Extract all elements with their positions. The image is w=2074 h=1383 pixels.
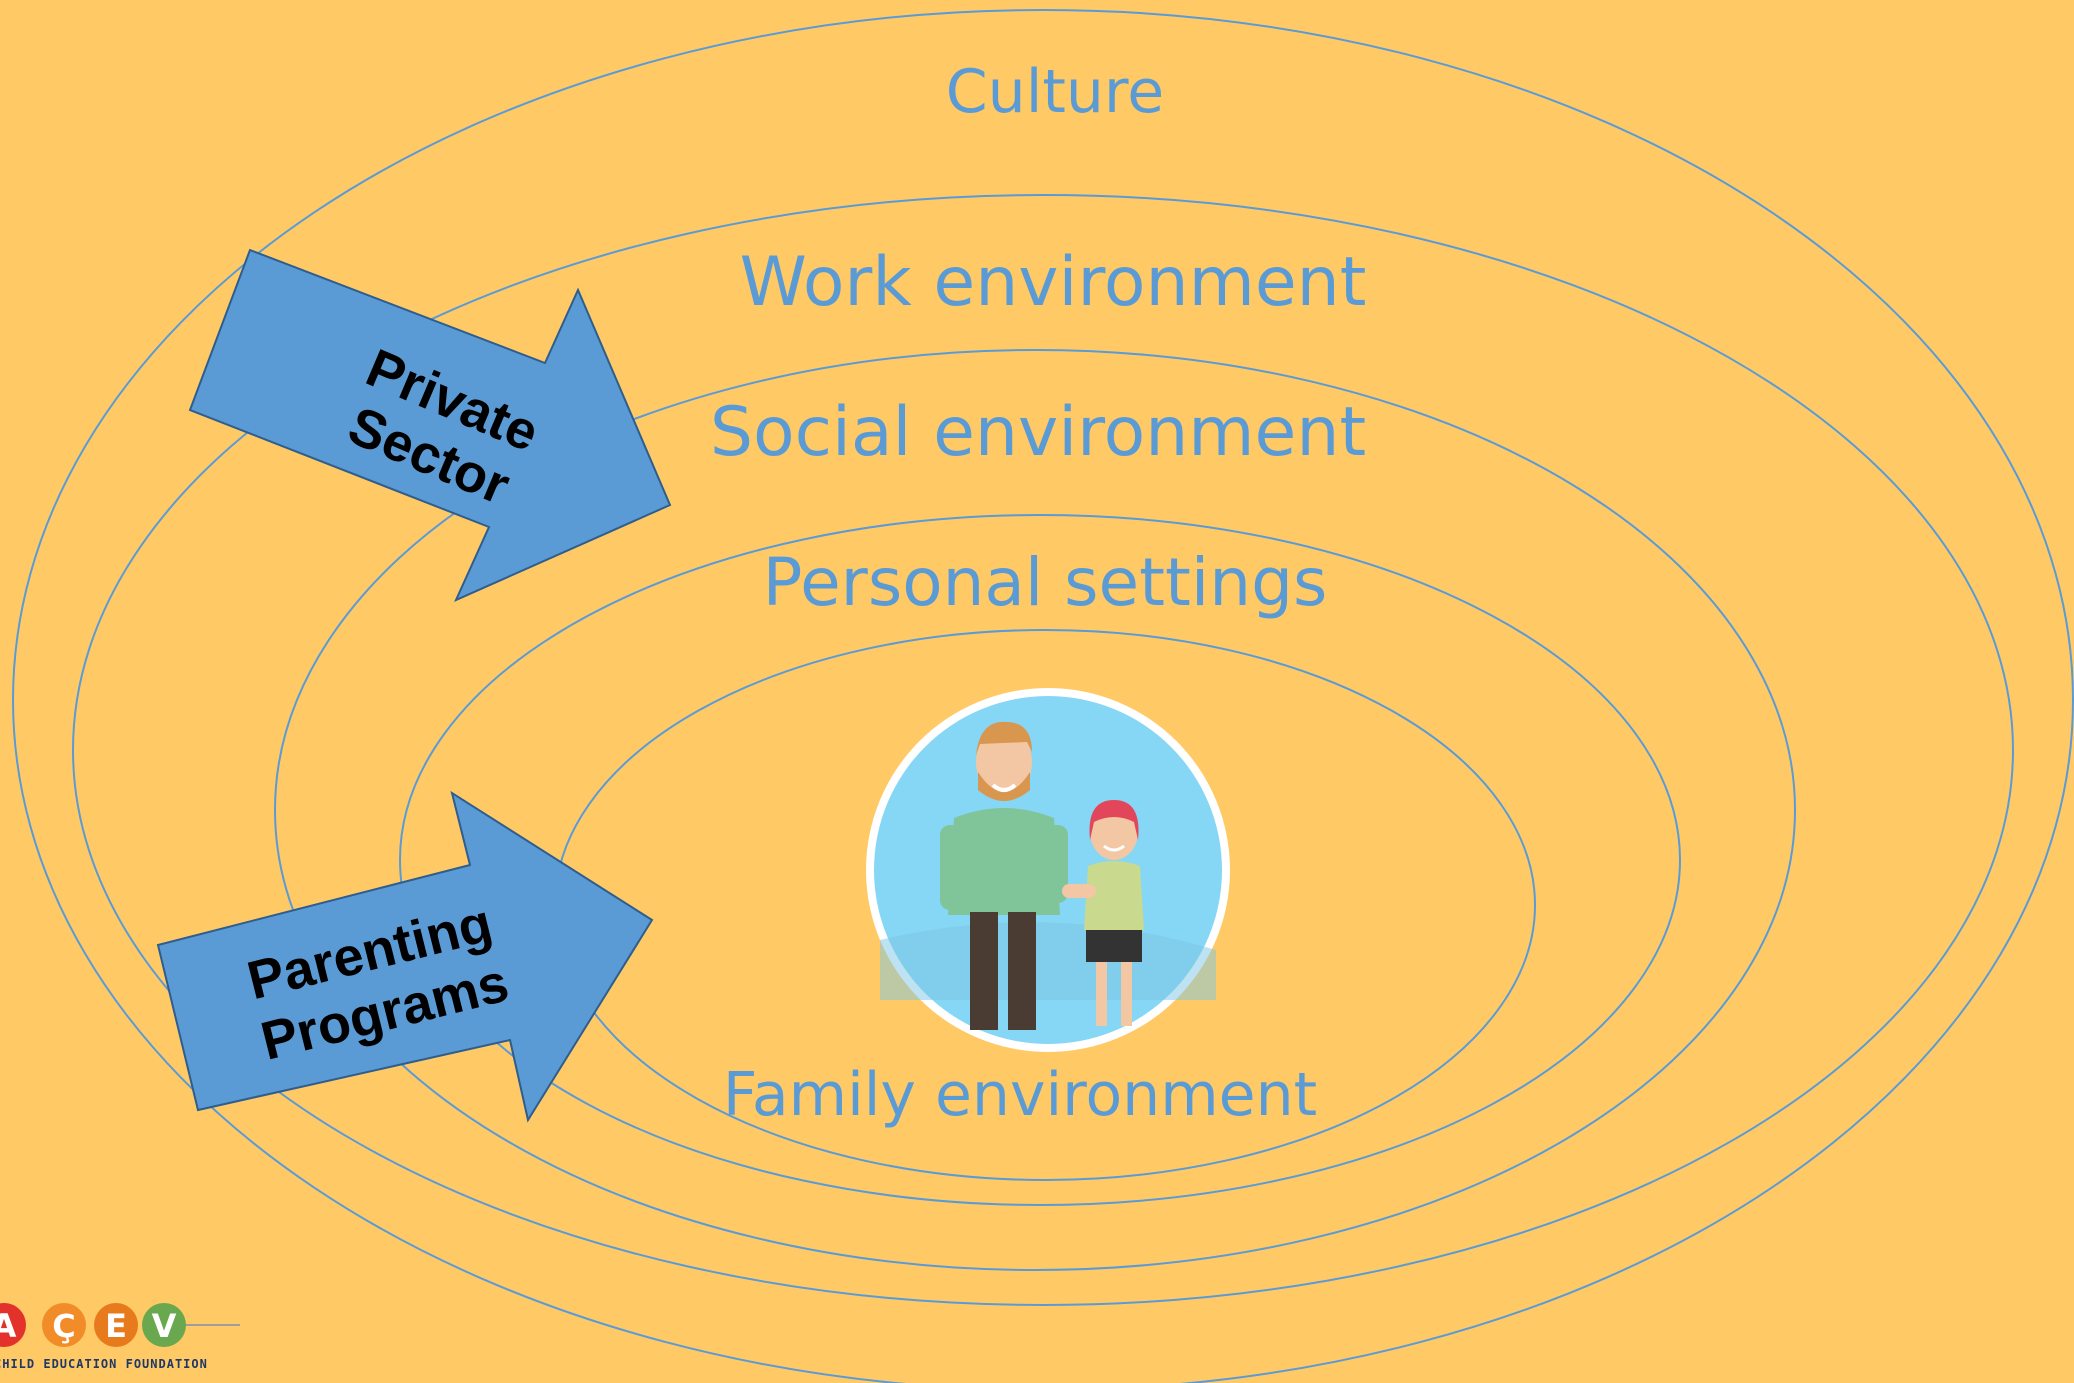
ring-label-social-environment: Social environment — [710, 393, 1366, 472]
arrow-parenting-programs-shape — [156, 790, 654, 1123]
logo-letter-a: A — [0, 1307, 17, 1345]
acev-logo: A Ç E V CHILD EDUCATION FOUNDATION — [0, 1303, 240, 1371]
logo-letter-a-circle — [0, 1303, 26, 1347]
arrow-private-sector: Private Sector — [188, 248, 672, 602]
ring-group — [12, 9, 2074, 1383]
logo-letter-v-circle — [142, 1303, 186, 1347]
logo-tagline: CHILD EDUCATION FOUNDATION — [0, 1357, 208, 1371]
ring-label-family-environment: Family environment — [723, 1060, 1317, 1130]
logo-letter-e-circle — [94, 1303, 138, 1347]
arrow-parenting-programs: Parenting Programs — [156, 790, 654, 1123]
arrow-private-sector-shape — [188, 248, 672, 602]
logo-letter-c-circle — [42, 1303, 86, 1347]
ring-label-culture: Culture — [946, 57, 1164, 127]
logo-letter-v: V — [152, 1307, 177, 1345]
ring-culture — [12, 9, 2074, 1383]
father-and-daughter-icon — [866, 688, 1230, 1052]
ring-label-personal-settings: Personal settings — [763, 544, 1328, 621]
ring-social-environment — [274, 349, 1796, 1271]
ring-label-work-environment: Work environment — [740, 243, 1367, 322]
logo-letter-c: Ç — [52, 1307, 75, 1345]
ring-work-environment — [72, 194, 2014, 1306]
logo-letter-e: E — [105, 1307, 127, 1345]
ring-personal-settings — [399, 514, 1681, 1206]
